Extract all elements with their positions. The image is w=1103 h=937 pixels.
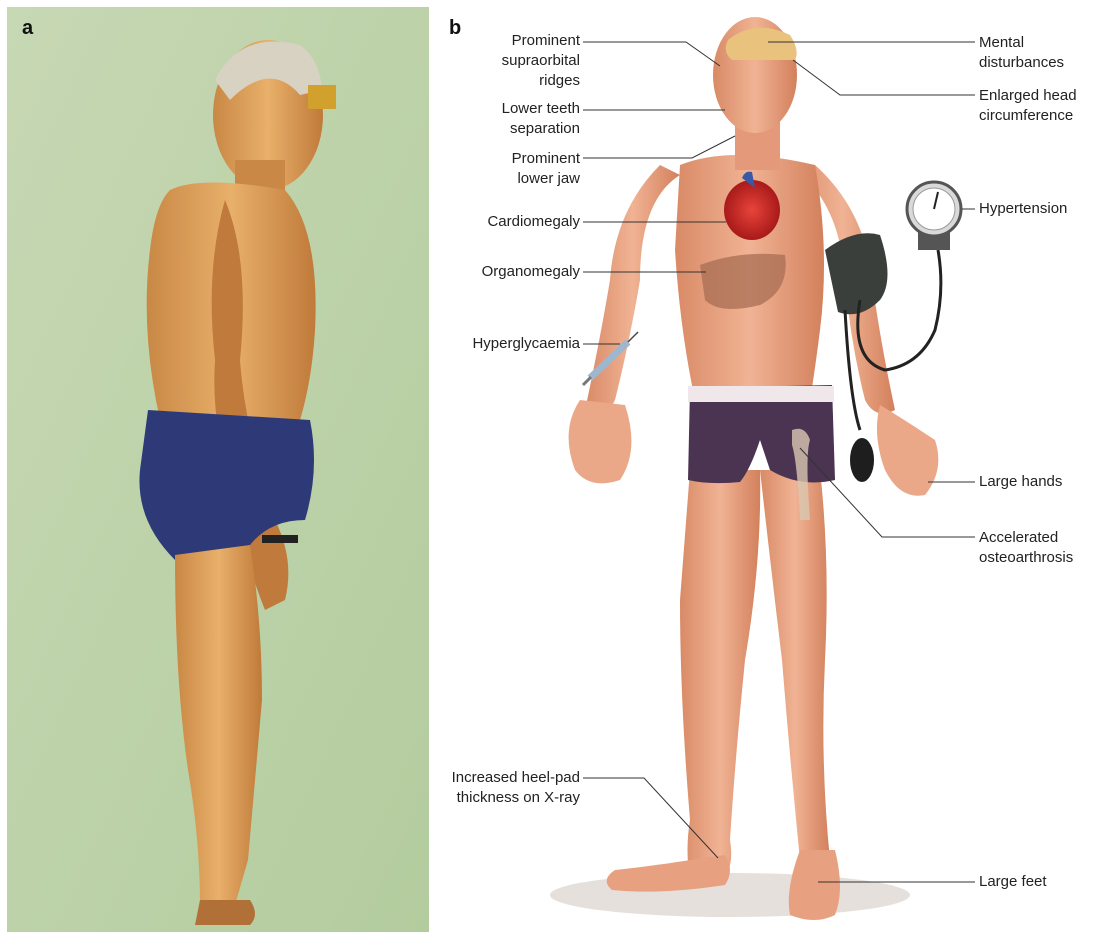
panel-letter-a: a: [22, 17, 33, 40]
label-cardiomegaly: Cardiomegaly: [430, 212, 580, 232]
sphygmomanometer-gauge-icon: [907, 182, 961, 250]
label-heel-pad-thickness: Increased heel-pad thickness on X-ray: [410, 768, 580, 808]
label-supraorbital-ridges: Prominent supraorbital ridges: [430, 31, 580, 91]
left-arm: [585, 165, 680, 418]
illustration-legs: [607, 470, 840, 920]
right-foot: [789, 850, 840, 920]
blood-pressure-cuff: [825, 233, 888, 314]
label-mental-disturbances: Mental disturbances: [979, 33, 1099, 73]
label-large-hands: Large hands: [979, 472, 1099, 492]
inflation-bulb: [850, 438, 874, 482]
label-organomegaly: Organomegaly: [430, 262, 580, 282]
label-large-feet: Large feet: [979, 872, 1099, 892]
photo-panel: [7, 7, 429, 932]
label-prominent-lower-jaw: Prominent lower jaw: [430, 149, 580, 189]
left-foot: [607, 855, 730, 892]
label-accelerated-osteoarthrosis: Accelerated osteoarthrosis: [979, 528, 1099, 568]
label-hyperglycaemia: Hyperglycaemia: [430, 334, 580, 354]
anonymization-bar: [308, 85, 336, 109]
left-hand: [569, 400, 632, 483]
heart: [724, 180, 780, 240]
illustration-panel: [550, 17, 961, 920]
label-hypertension: Hypertension: [979, 199, 1099, 219]
label-lower-teeth-separation: Lower teeth separation: [430, 99, 580, 139]
label-enlarged-head-circumference: Enlarged head circumference: [979, 86, 1099, 126]
